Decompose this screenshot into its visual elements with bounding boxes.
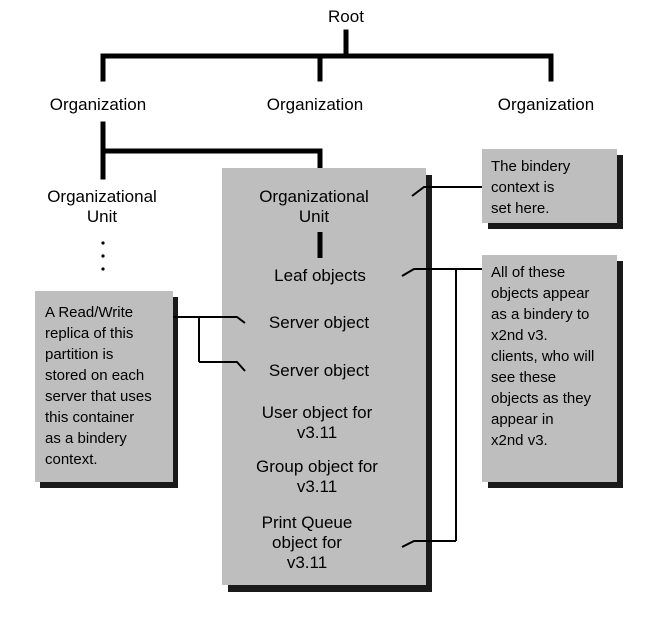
bindery-note-text: The bindery context is set here. bbox=[491, 156, 570, 219]
replica-note-box bbox=[35, 291, 173, 482]
replica-line: as a bindery bbox=[45, 430, 127, 447]
bindery-line: context is bbox=[491, 179, 555, 196]
replica-line: server that uses bbox=[45, 388, 152, 405]
server-object-1: Server object bbox=[268, 313, 370, 332]
main-ou-line2: Unit bbox=[298, 207, 330, 226]
replica-line: replica of this bbox=[45, 325, 134, 342]
objects-line: objects appear bbox=[491, 285, 590, 302]
left-ou-line2: Unit bbox=[86, 207, 118, 226]
user-object-label: User object for v3.11 bbox=[222, 403, 412, 443]
group-object-line2: v3.11 bbox=[296, 477, 338, 496]
print-queue-line1: Print Queue bbox=[261, 513, 353, 532]
leaf-pointer bbox=[401, 268, 482, 277]
bindery-pointer bbox=[411, 186, 482, 197]
objects-line: see these bbox=[491, 369, 557, 386]
organization-right: Organization bbox=[497, 95, 595, 114]
objects-line: x2nd v3. bbox=[491, 432, 548, 449]
replica-note-text: A Read/Write replica of this partition i… bbox=[45, 302, 152, 470]
root-label: Root bbox=[328, 7, 364, 26]
objects-line: objects as they bbox=[491, 390, 592, 407]
server1-pointer bbox=[199, 316, 246, 324]
objects-line: All of these bbox=[491, 264, 566, 281]
left-ou-line1: Organizational bbox=[47, 187, 157, 206]
group-object-label: Group object for v3.11 bbox=[222, 457, 412, 497]
bindery-line: The bindery bbox=[491, 158, 571, 175]
replica-line: partition is bbox=[45, 346, 114, 363]
replica-line: A Read/Write bbox=[45, 304, 134, 321]
objects-line: x2nd v3. bbox=[491, 327, 548, 344]
server-object-2: Server object bbox=[268, 361, 370, 380]
bindery-line: set here. bbox=[491, 200, 550, 217]
print-queue-pointer bbox=[401, 540, 456, 548]
main-ou-line1: Organizational bbox=[259, 187, 369, 206]
objects-note-box bbox=[482, 255, 617, 482]
server2-pointer bbox=[199, 361, 246, 372]
replica-line: context. bbox=[45, 451, 98, 468]
replica-line: stored on each bbox=[45, 367, 145, 384]
left-ou-label: Organizational Unit bbox=[12, 187, 192, 227]
organization-center: Organization bbox=[266, 95, 364, 114]
user-object-line2: v3.11 bbox=[296, 423, 338, 442]
objects-line: appear in bbox=[491, 411, 554, 428]
user-object-line1: User object for bbox=[261, 403, 373, 422]
bindery-note-box bbox=[482, 149, 617, 223]
ellipsis-dots bbox=[101, 241, 105, 271]
objects-line: as a bindery to bbox=[491, 306, 590, 323]
group-object-line1: Group object for bbox=[256, 457, 378, 476]
objects-note-text: All of these objects appear as a bindery… bbox=[491, 262, 594, 451]
replica-line: this container bbox=[45, 409, 135, 426]
print-queue-line2: object for bbox=[272, 533, 342, 552]
main-ou-box bbox=[222, 168, 426, 585]
main-ou-label: Organizational Unit bbox=[222, 187, 406, 227]
leaf-objects-label: Leaf objects bbox=[274, 266, 366, 285]
print-queue-line3: v3.11 bbox=[286, 553, 328, 572]
objects-line: clients, who will bbox=[491, 348, 595, 365]
print-queue-label: Print Queue object for v3.11 bbox=[222, 513, 392, 573]
organization-left: Organization bbox=[49, 95, 147, 114]
